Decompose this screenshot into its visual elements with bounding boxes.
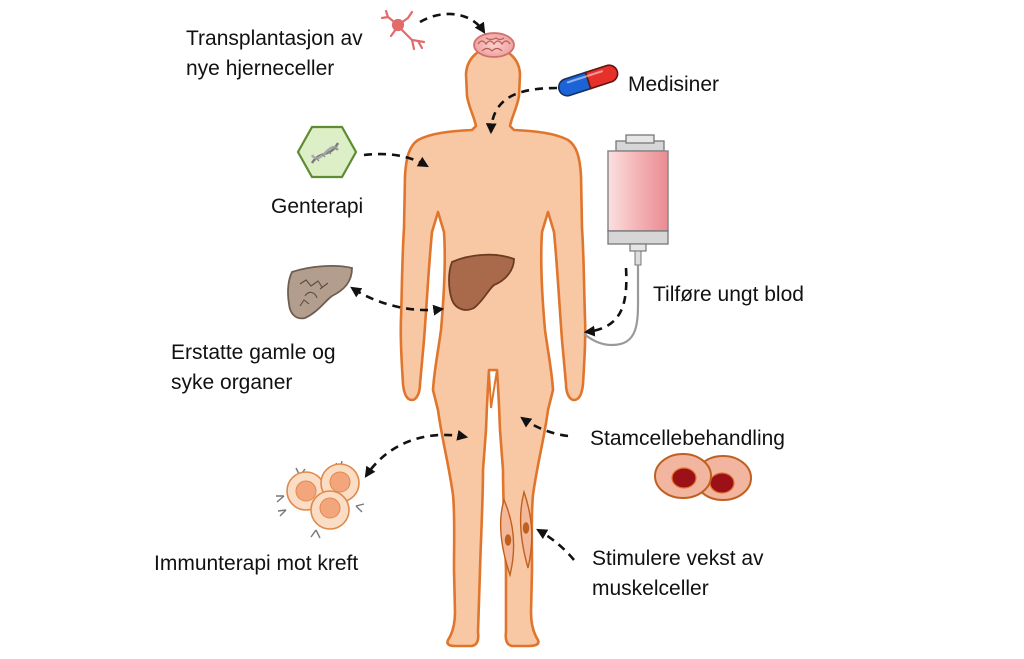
immune-cells-icon: [276, 460, 365, 539]
label-tilfore-blod: Tilføre ungt blod: [653, 280, 804, 310]
neuron-icon: [380, 9, 426, 51]
iv-tube: [583, 265, 640, 347]
label-muskelceller-line1: Stimulere vekst av: [592, 547, 764, 570]
label-medisiner: Medisiner: [628, 70, 719, 100]
iv-bag-icon: [583, 134, 669, 347]
label-genterapi: Genterapi: [271, 192, 363, 222]
label-erstatte-organer: Erstatte gamle og syke organer: [171, 338, 336, 398]
arrow-liver-swap: [350, 286, 445, 316]
pill-icon: [557, 64, 619, 97]
label-transplantasjon-line1: Transplantasjon av: [186, 27, 363, 50]
muscle-cells-icon: [499, 489, 533, 578]
arrow-iv-to-arm: [583, 267, 628, 337]
liver-icon: [448, 253, 515, 311]
label-erstatte-organer-line1: Erstatte gamle og: [171, 341, 336, 364]
label-stamcellebehandling-line1: Stamcellebehandling: [590, 427, 785, 450]
arrow-immune: [364, 429, 469, 478]
label-medisiner-line1: Medisiner: [628, 73, 720, 96]
label-transplantasjon: Transplantasjon av nye hjerneceller: [186, 24, 363, 84]
label-muskelceller: Stimulere vekst av muskelceller: [592, 544, 764, 604]
label-stamcellebehandling: Stamcellebehandling: [590, 424, 785, 454]
stem-cells-icon: [654, 453, 752, 501]
body-silhouette: [399, 46, 587, 648]
label-tilfore-blod-line1: Tilføre ungt blod: [653, 283, 804, 306]
label-muskelceller-line2: muskelceller: [592, 577, 709, 600]
label-immunterapi-line1: Immunterapi mot kreft: [154, 552, 359, 575]
arrow-stemcell-to-leg: [520, 416, 569, 438]
label-immunterapi: Immunterapi mot kreft: [154, 549, 358, 579]
old-liver-icon: [287, 265, 353, 320]
arrow-dna-to-body: [363, 152, 429, 168]
arrow-muscle-to-leg: [536, 528, 575, 561]
arrows: [350, 12, 628, 561]
label-genterapi-line1: Genterapi: [271, 195, 364, 218]
human-body: [399, 46, 587, 648]
arrow-neuron-to-brain: [419, 12, 486, 34]
label-transplantasjon-line2: nye hjerneceller: [186, 57, 335, 80]
label-erstatte-organer-line2: syke organer: [171, 371, 293, 394]
brain-icon: [473, 32, 515, 58]
leg-gap-line: [488, 369, 498, 409]
arrow-pill-to-body: [485, 86, 558, 135]
dna-hexagon-icon: [296, 125, 358, 179]
